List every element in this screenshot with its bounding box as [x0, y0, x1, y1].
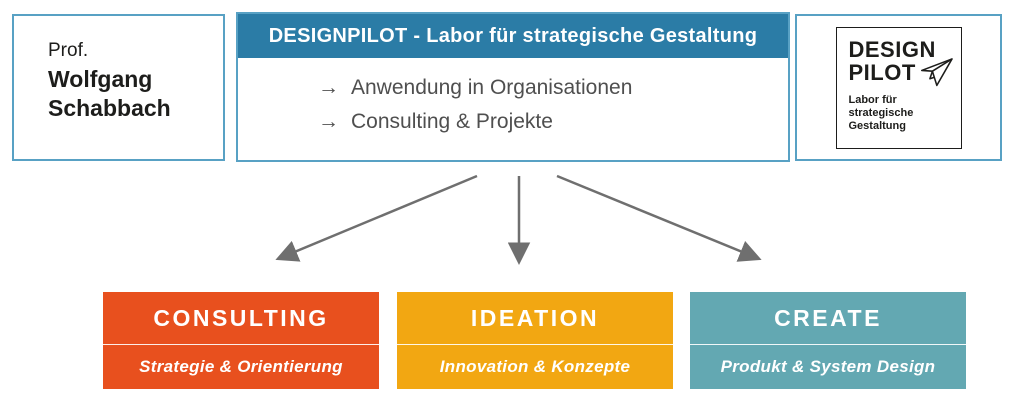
designpilot-logo: DESIGN PILOT Labor für strategische Gest…	[835, 26, 962, 149]
designpilot-card: DESIGNPILOT - Labor für strategische Ges…	[236, 12, 790, 162]
flow-arrow-right	[556, 174, 762, 262]
logo-tagline-line: strategische	[848, 106, 914, 119]
logo-tagline-line: Gestaltung	[848, 120, 906, 133]
professor-first-name: Wolfgang	[48, 66, 153, 92]
designpilot-card-body: → Anwendung in Organisationen → Consulti…	[238, 58, 788, 134]
flow-box-create: CREATE Produkt & System Design	[690, 292, 966, 389]
logo-tagline-line: Labor für	[848, 93, 897, 106]
designpilot-card-title: DESIGNPILOT - Labor für strategische Ges…	[238, 14, 788, 58]
flow-box-title: CONSULTING	[153, 304, 329, 331]
logo-word-pilot: PILOT	[848, 59, 916, 85]
logo-card: DESIGN PILOT Labor für strategische Gest…	[795, 14, 1002, 161]
professor-last-name: Schabbach	[48, 94, 171, 121]
list-item: → Consulting & Projekte	[318, 110, 788, 134]
professor-prefix: Prof.	[48, 40, 89, 61]
flow-box-title: IDEATION	[470, 304, 600, 331]
flow-box-subtitle: Produkt & System Design	[720, 357, 936, 376]
paper-plane-icon	[920, 57, 953, 86]
logo-word-design: DESIGN	[848, 36, 936, 62]
flow-box-consulting: CONSULTING Strategie & Orientierung	[103, 292, 379, 389]
right-arrow-icon: →	[318, 110, 339, 133]
divider	[690, 344, 966, 345]
right-arrow-icon: →	[318, 76, 339, 99]
list-item: → Anwendung in Organisationen	[318, 76, 788, 100]
professor-card: Prof. Wolfgang Schabbach	[12, 14, 225, 161]
divider	[103, 344, 379, 345]
flow-arrow-left	[275, 174, 478, 262]
list-item-label: Anwendung in Organisationen	[351, 76, 633, 99]
flow-box-subtitle: Innovation & Konzepte	[439, 357, 631, 376]
logo-tagline: Labor für strategische Gestaltung	[849, 94, 961, 134]
list-item-label: Consulting & Projekte	[351, 110, 553, 133]
flow-box-ideation: IDEATION Innovation & Konzepte	[397, 292, 673, 389]
flow-box-subtitle: Strategie & Orientierung	[139, 357, 343, 376]
flow-box-title: CREATE	[774, 304, 882, 331]
divider	[397, 344, 673, 345]
